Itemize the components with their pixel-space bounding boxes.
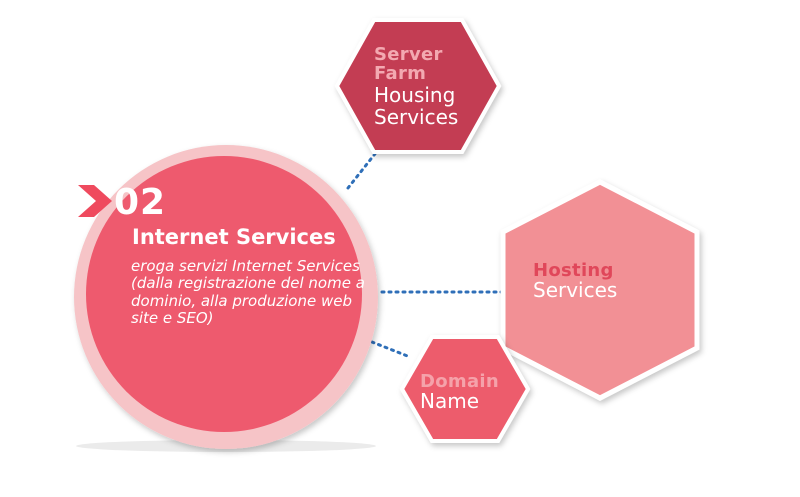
domain-label: Domain Name [420, 372, 499, 413]
main-title: Internet Services [132, 225, 336, 249]
hex-hosting [500, 179, 700, 401]
hosting-label: Hosting Services [533, 261, 617, 302]
main-number: 02 [114, 182, 167, 223]
chevron-arrow-icon [78, 185, 112, 217]
server-farm-label: Server Farm Housing Services [374, 44, 484, 129]
server-farm-subtitle: Housing Services [374, 82, 459, 129]
main-description: eroga servizi Internet Services (dalla r… [131, 257, 365, 327]
hosting-subtitle: Services [533, 278, 618, 303]
domain-subtitle: Name [420, 389, 480, 414]
domain-title: Domain [420, 371, 499, 392]
server-farm-title: Server Farm [374, 44, 443, 84]
connector-server [346, 148, 380, 190]
hex-server-farm [334, 18, 502, 154]
hex-domain [399, 335, 531, 443]
main-circle-inner [86, 156, 362, 432]
hosting-title: Hosting [533, 260, 614, 281]
connector-domain [370, 340, 412, 359]
